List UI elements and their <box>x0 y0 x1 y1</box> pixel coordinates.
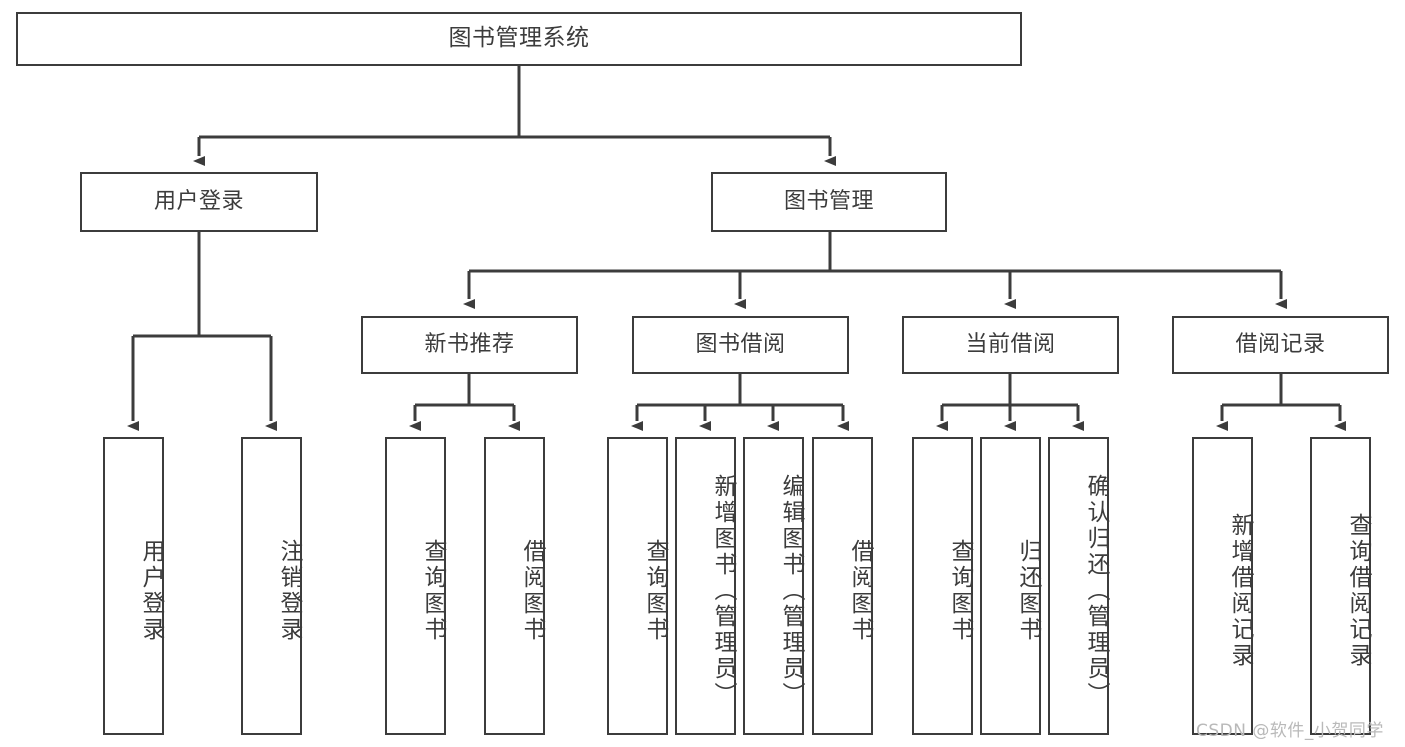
node-label: 归还图书 <box>1015 539 1041 643</box>
leaf-add-borrow-record[interactable]: 新增借阅记录 <box>1192 437 1253 735</box>
leaf-query-borrow-record[interactable]: 查询借阅记录 <box>1310 437 1371 735</box>
node-new-book-recommend[interactable]: 新书推荐 <box>361 316 578 374</box>
watermark-text: CSDN @软件_小贺同学 <box>1196 721 1384 741</box>
node-user-login[interactable]: 用户登录 <box>80 172 318 232</box>
leaf-edit-book-admin[interactable]: 编辑图书（管理员） <box>743 437 804 735</box>
node-label: 新书推荐 <box>424 331 515 357</box>
leaf-add-book-admin[interactable]: 新增图书（管理员） <box>675 437 736 735</box>
leaf-logout-login[interactable]: 注销登录 <box>241 437 302 735</box>
node-label: 图书管理系统 <box>448 25 590 52</box>
node-label: 借阅记录 <box>1235 331 1326 357</box>
node-label: 编辑图书（管理员） <box>778 474 804 708</box>
node-label: 注销登录 <box>276 539 302 643</box>
node-label: 查询图书 <box>420 539 446 643</box>
node-label: 查询图书 <box>947 539 973 643</box>
node-label: 查询借阅记录 <box>1345 513 1371 669</box>
leaf-query-book-borrow[interactable]: 查询图书 <box>607 437 668 735</box>
node-book-management[interactable]: 图书管理 <box>711 172 947 232</box>
node-label: 确认归还（管理员） <box>1083 474 1109 708</box>
node-label: 查询图书 <box>642 539 668 643</box>
leaf-user-login[interactable]: 用户登录 <box>103 437 164 735</box>
leaf-query-book-current[interactable]: 查询图书 <box>912 437 973 735</box>
node-label: 用户登录 <box>153 188 244 214</box>
leaf-return-book[interactable]: 归还图书 <box>980 437 1041 735</box>
node-label: 借阅图书 <box>519 539 545 643</box>
leaf-confirm-return-admin[interactable]: 确认归还（管理员） <box>1048 437 1109 735</box>
node-label: 新增图书（管理员） <box>710 474 736 708</box>
node-label: 当前借阅 <box>965 331 1056 357</box>
leaf-borrow-book-recommend[interactable]: 借阅图书 <box>484 437 545 735</box>
node-label: 图书借阅 <box>695 331 786 357</box>
leaf-borrow-book[interactable]: 借阅图书 <box>812 437 873 735</box>
node-root-book-management-system[interactable]: 图书管理系统 <box>16 12 1022 66</box>
node-current-borrow[interactable]: 当前借阅 <box>902 316 1119 374</box>
node-label: 借阅图书 <box>847 539 873 643</box>
leaf-query-book-recommend[interactable]: 查询图书 <box>385 437 446 735</box>
node-label: 图书管理 <box>783 188 874 214</box>
node-label: 用户登录 <box>138 539 164 643</box>
node-book-borrow[interactable]: 图书借阅 <box>632 316 849 374</box>
node-label: 新增借阅记录 <box>1227 513 1253 669</box>
node-borrow-record[interactable]: 借阅记录 <box>1172 316 1389 374</box>
